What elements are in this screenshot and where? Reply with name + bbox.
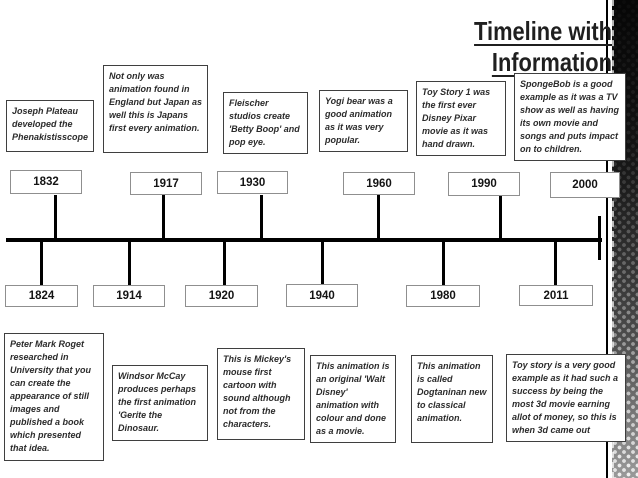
year-box-2011: 2011 — [519, 285, 593, 306]
note-box-windsor-mccay: Windsor McCay produces perhaps the first… — [112, 365, 208, 441]
year-box-2000: 2000 — [550, 172, 620, 198]
note-box-yogi-bear: Yogi bear was a good animation as it was… — [319, 90, 408, 152]
tick-1832 — [54, 195, 57, 240]
note-box-mickey-mouse: This is Mickey's mouse first cartoon wit… — [217, 348, 305, 440]
slide-right-border — [606, 0, 608, 478]
tick-1990 — [499, 195, 502, 240]
year-box-1824: 1824 — [5, 285, 78, 307]
year-box-1920: 1920 — [185, 285, 258, 307]
year-box-1914: 1914 — [93, 285, 165, 307]
note-box-toy-story-3d: Toy story is a very good example as it h… — [506, 354, 626, 442]
note-box-dogtaninan: This animation is called Dogtaninan new … — [411, 355, 493, 443]
note-box-toy-story-1: Toy Story 1 was the first ever Disney Pi… — [416, 81, 506, 156]
tick-1940 — [321, 241, 324, 286]
year-box-1960: 1960 — [343, 172, 415, 195]
tick-1980 — [442, 241, 445, 286]
tick-1920 — [223, 241, 226, 286]
year-box-1990: 1990 — [448, 172, 520, 196]
timeline-axis — [6, 238, 602, 242]
note-box-japan-animation: Not only was animation found in England … — [103, 65, 208, 153]
note-box-walt-disney: This animation is an original 'Walt Disn… — [310, 355, 396, 443]
note-box-peter-mark-roget: Peter Mark Roget researched in Universit… — [4, 333, 104, 461]
slide-title: Timeline with Information — [474, 16, 612, 77]
tick-1824 — [40, 241, 43, 286]
year-box-1980: 1980 — [406, 285, 480, 307]
tick-1917 — [162, 195, 165, 240]
note-box-joseph-plateau: Joseph Plateau developed the Phenakistis… — [6, 100, 94, 152]
note-box-spongebob: SpongeBob is a good example as it was a … — [514, 73, 626, 161]
tick-1960 — [377, 195, 380, 240]
tick-2011 — [554, 241, 557, 286]
year-box-1917: 1917 — [130, 172, 202, 195]
year-box-1832: 1832 — [10, 170, 82, 194]
year-box-1930: 1930 — [217, 171, 288, 194]
tick-1914 — [128, 241, 131, 286]
note-box-fleischer: Fleischer studios create 'Betty Boop' an… — [223, 92, 308, 154]
tick-1930 — [260, 195, 263, 240]
timeline-end-cap — [598, 216, 601, 260]
year-box-1940: 1940 — [286, 284, 358, 307]
